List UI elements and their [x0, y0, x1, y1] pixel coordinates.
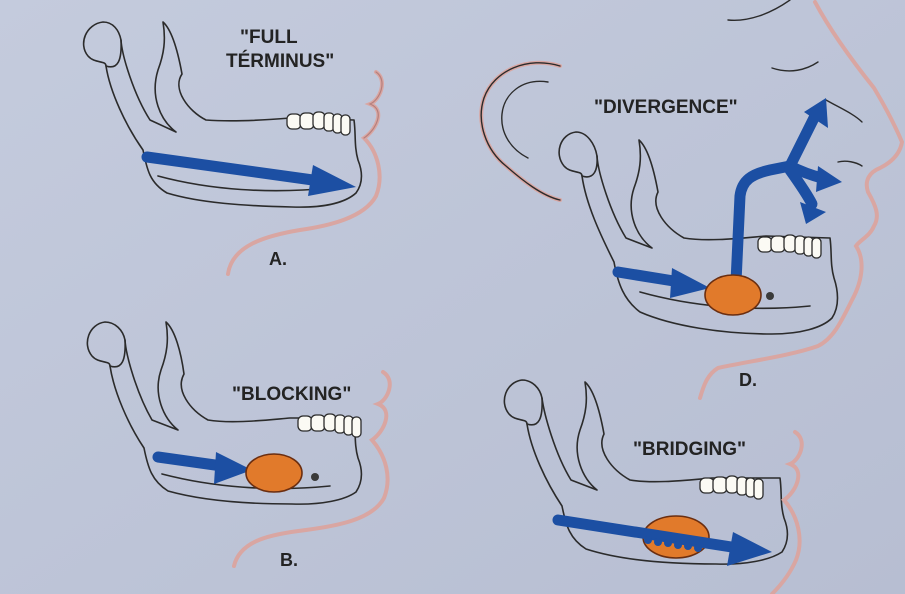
panel-a-letter: A.: [269, 249, 287, 269]
mental-foramen: [311, 473, 319, 481]
hatched-lesion-icon: [705, 275, 761, 315]
panel-b-letter: B.: [280, 550, 298, 570]
hatched-lesion-icon: [246, 454, 302, 492]
panel-d-title: "DIVERGENCE": [594, 97, 738, 118]
panel-c-title: "BRIDGING": [633, 439, 746, 460]
mental-foramen: [766, 292, 774, 300]
panel-b-title: "BLOCKING": [232, 384, 351, 405]
panel-a-title-line2: TÉRMINUS": [226, 50, 334, 72]
panel-a-title-line1: "FULL: [240, 27, 298, 48]
panel-d-letter: D.: [739, 370, 757, 390]
